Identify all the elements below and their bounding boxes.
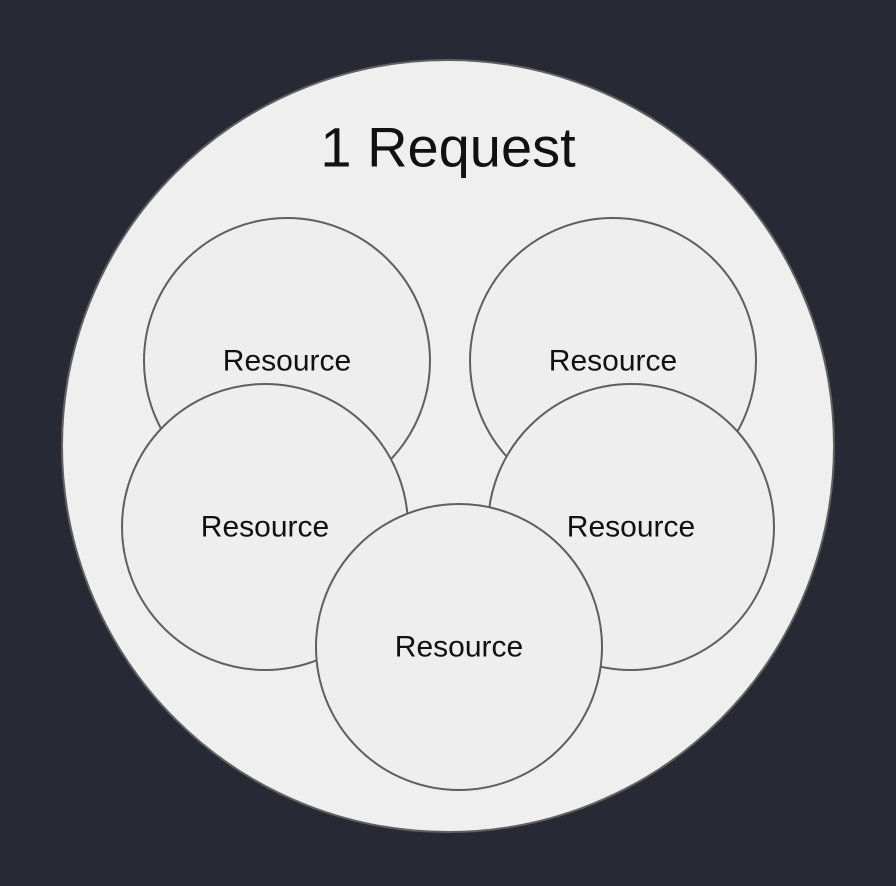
- resource-label-middle-right: Resource: [567, 511, 695, 544]
- resource-label-middle-left: Resource: [201, 511, 329, 544]
- request-title: 1 Request: [320, 116, 576, 179]
- resource-label-bottom: Resource: [395, 631, 523, 664]
- resource-circle-bottom: [315, 503, 603, 791]
- resource-label-top-right: Resource: [549, 345, 677, 378]
- resource-label-top-left: Resource: [223, 345, 351, 378]
